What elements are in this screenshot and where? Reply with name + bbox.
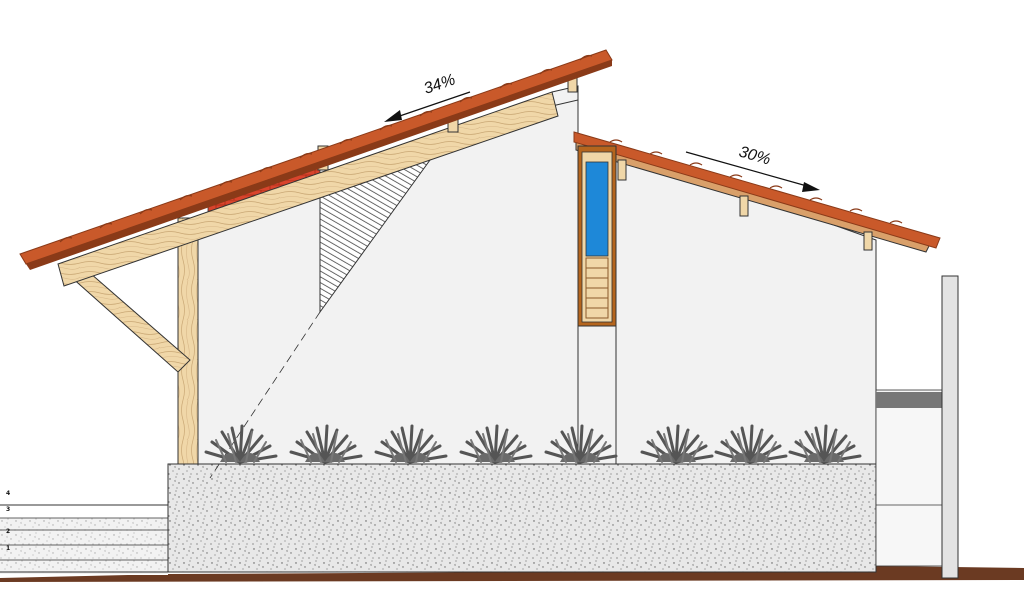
layer-label-2: 2 (6, 528, 10, 535)
window-glass (585, 161, 609, 257)
right-roof-tiles (609, 139, 903, 224)
right-roof (573, 131, 941, 249)
timber-brace (69, 265, 191, 373)
main-rafter (57, 91, 559, 287)
foundation (167, 463, 877, 573)
boundary-post (941, 275, 959, 579)
floor-layers: 4 3 2 1 (0, 490, 168, 575)
slope-arrow-head (384, 110, 402, 122)
left-roof-tiles (59, 54, 593, 243)
sight-line (209, 311, 321, 479)
annex-wall (875, 389, 943, 567)
slope-label-right: 30% (737, 144, 772, 169)
window (577, 145, 617, 327)
left-roof-under (26, 60, 612, 270)
layer-label-4: 4 (6, 490, 10, 497)
window-louvers (585, 257, 609, 319)
layer-label-3: 3 (6, 506, 10, 513)
timber-column (177, 217, 199, 465)
slope-arrow-icon (387, 91, 471, 121)
slope-label-left: 34% (422, 71, 458, 98)
slope-arrow-icon (685, 151, 815, 189)
annex-band (876, 392, 942, 408)
layer-label-1: 1 (6, 545, 10, 552)
right-purlins (617, 159, 873, 251)
slope-arrow-head (802, 182, 820, 192)
